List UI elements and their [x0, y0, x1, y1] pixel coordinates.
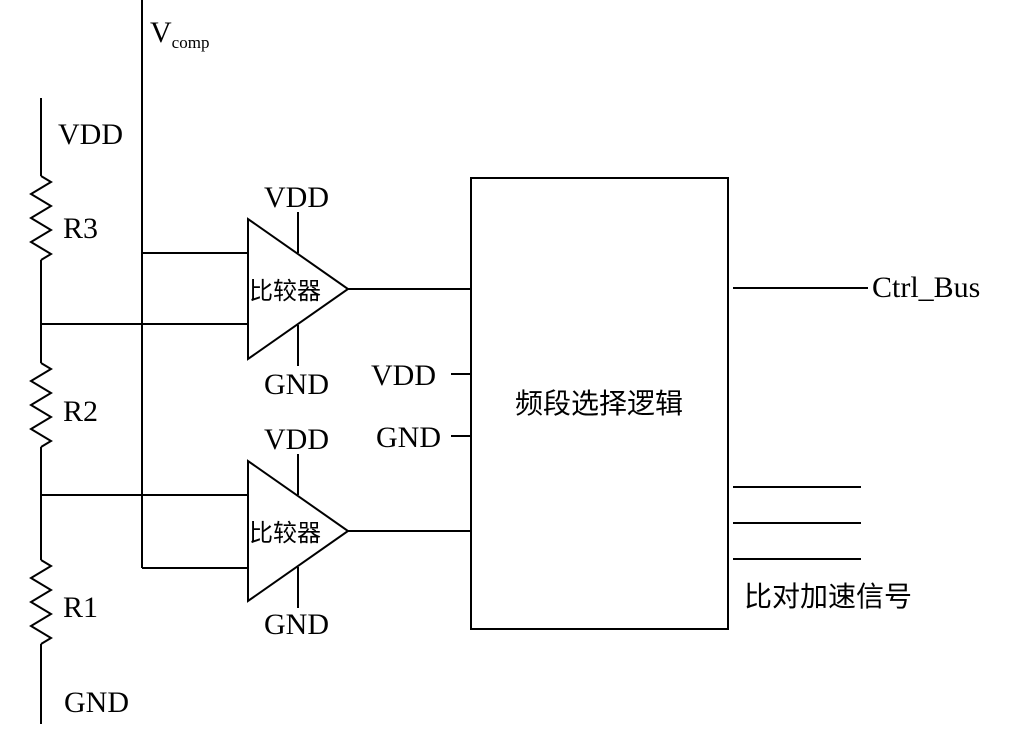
- ctrl-bus-label: Ctrl_Bus: [872, 271, 980, 304]
- comparator-2-vdd-label: VDD: [264, 423, 329, 456]
- comparator-1-vdd-label: VDD: [264, 181, 329, 214]
- logic-block-label: 频段选择逻辑: [515, 387, 683, 420]
- comparator-2-gnd-label: GND: [264, 608, 329, 641]
- r2-label: R2: [63, 395, 98, 428]
- comparator-2: VDD GND 比较器: [247, 423, 350, 641]
- comparator-1: VDD GND 比较器: [247, 181, 350, 401]
- vcomp-label: Vcomp: [150, 16, 209, 52]
- comparator-1-gnd-label: GND: [264, 368, 329, 401]
- comparator-2-label: 比较器: [249, 519, 321, 547]
- ladder-gnd-label: GND: [64, 686, 129, 719]
- ladder-vdd-label: VDD: [58, 118, 123, 151]
- logic-gnd-label: GND: [376, 421, 441, 454]
- resistor-ladder: VDD R3 R2 R1 GND: [29, 98, 129, 724]
- logic-block-box: [470, 177, 729, 630]
- comparator-2-triangle: [247, 459, 350, 603]
- resistor-r2: [29, 362, 53, 448]
- r1-label: R1: [63, 591, 98, 624]
- comparator-1-label: 比较器: [249, 277, 321, 305]
- resistor-r3: [29, 175, 53, 261]
- resistor-r1: [29, 559, 53, 645]
- r3-label: R3: [63, 212, 98, 245]
- comparator-1-triangle: [247, 217, 350, 361]
- vcomp-main: V: [150, 16, 172, 49]
- logic-vdd-label: VDD: [371, 359, 436, 392]
- logic-block: 频段选择逻辑 VDD GND: [371, 177, 729, 630]
- accel-signal-label: 比对加速信号: [744, 580, 912, 613]
- vcomp-subscript: comp: [172, 33, 210, 52]
